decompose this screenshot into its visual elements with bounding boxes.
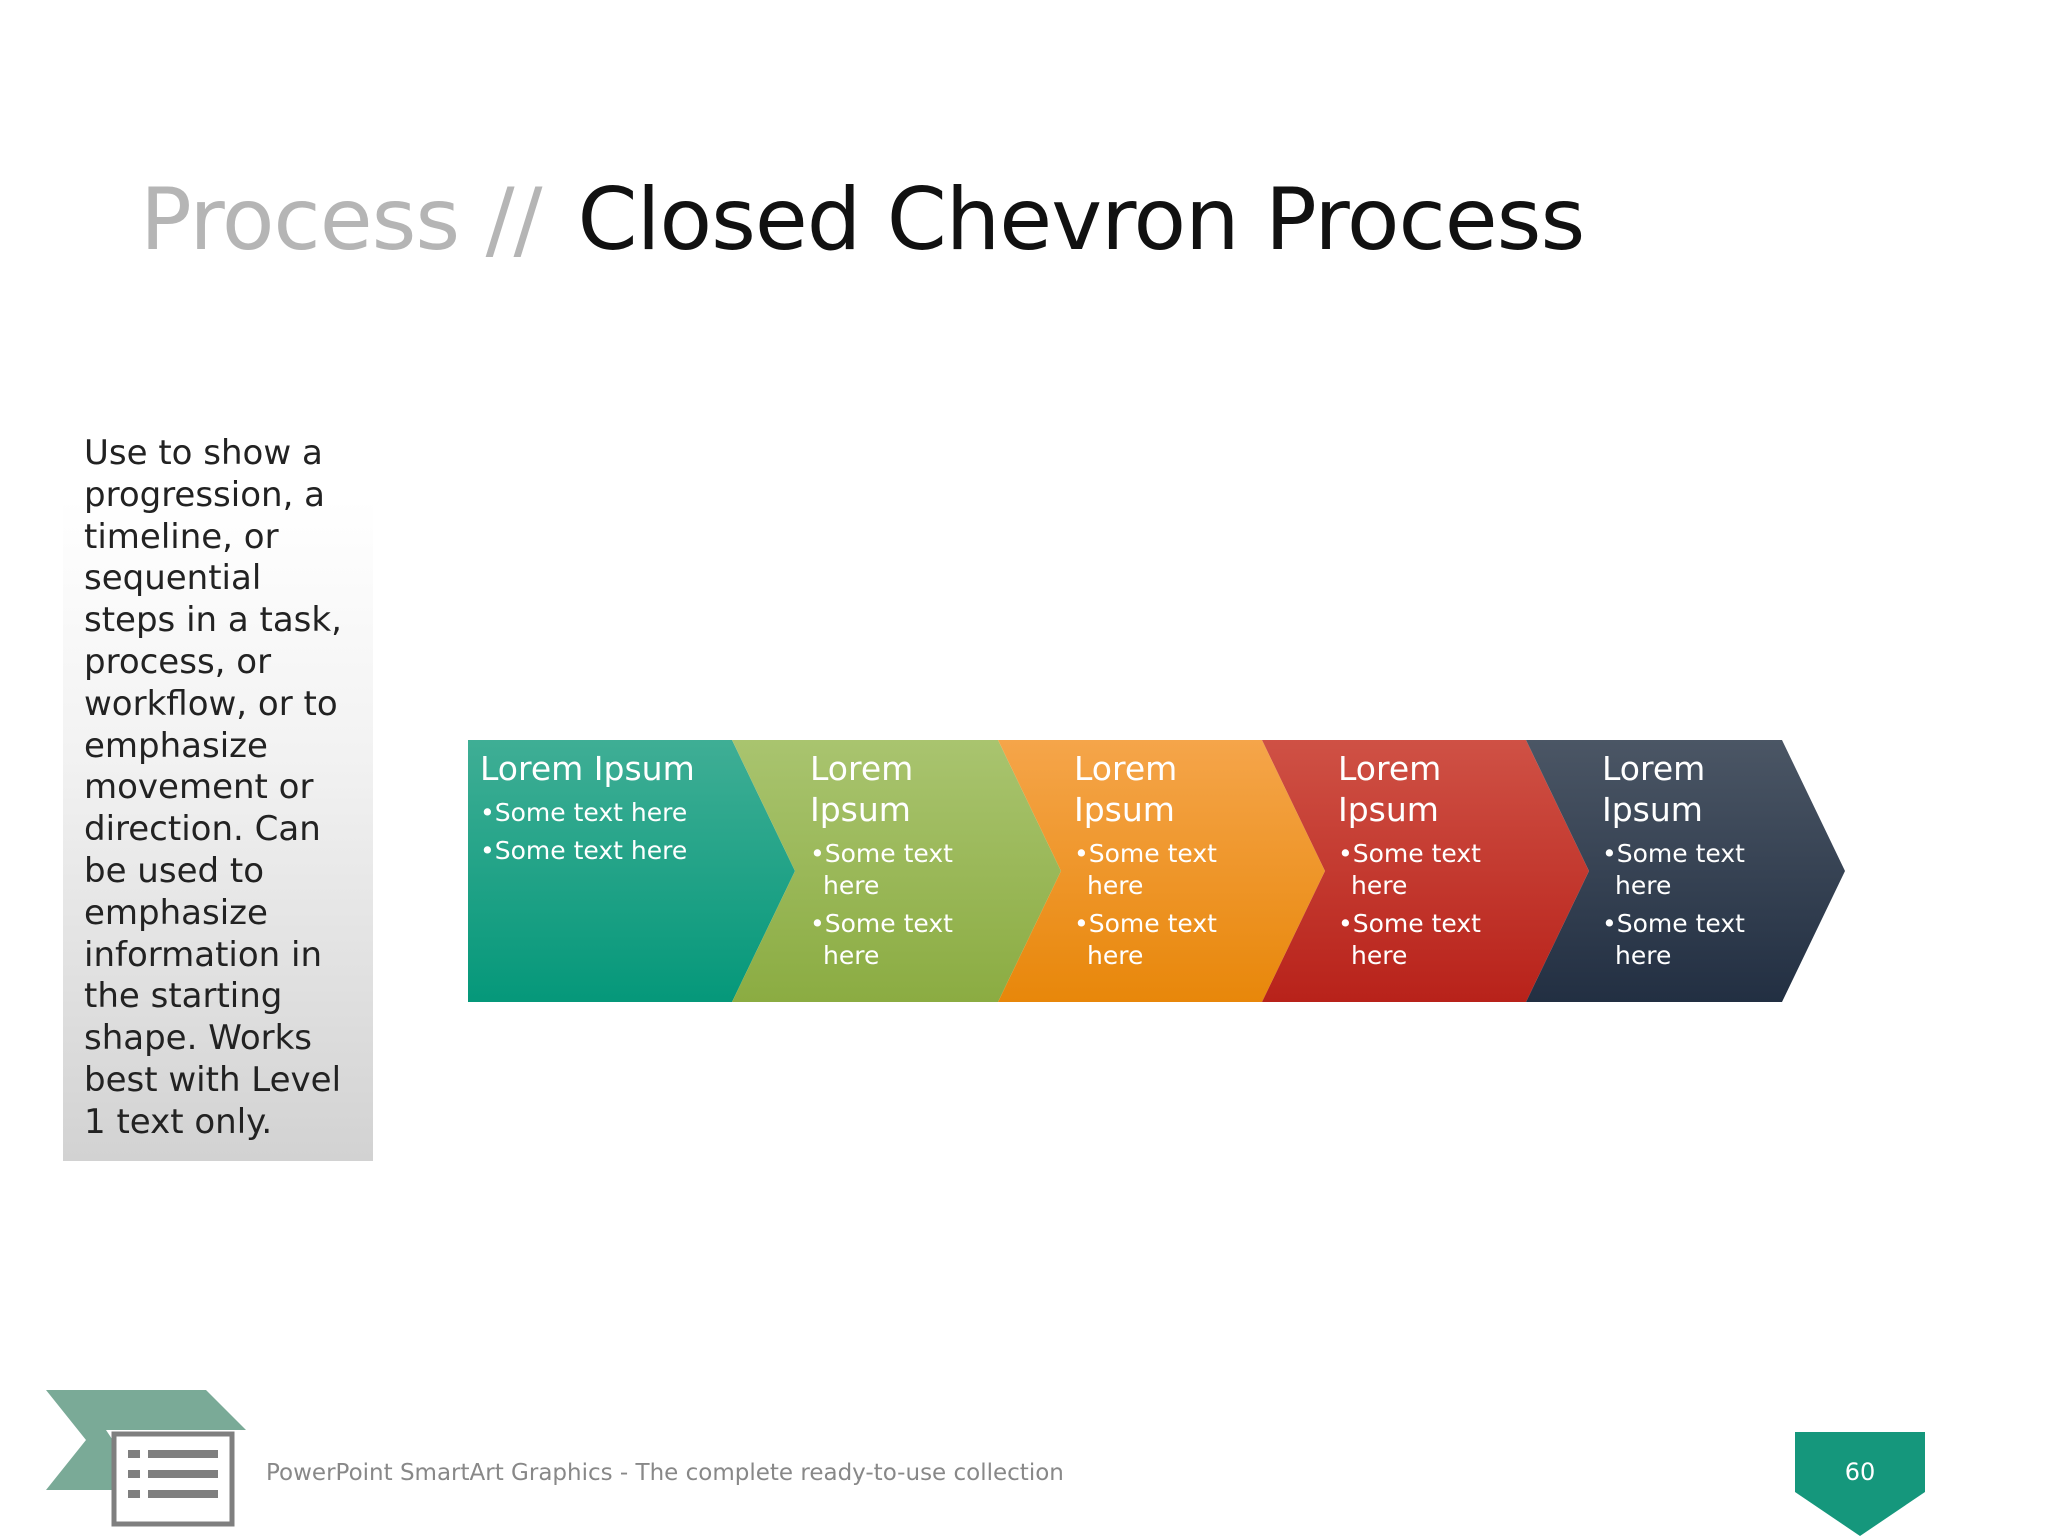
step-1-bullet-1: Some text here [480,797,750,829]
step-4-bullet-1: Some text here [1338,838,1498,902]
step-4-heading: Lorem Ipsum [1338,749,1442,829]
step-5-bullets: Some text here Some text here [1602,838,1762,972]
step-2-bullet-1: Some text here [810,838,970,902]
slide-title: Process // Closed Chevron Process [140,160,1586,280]
step-4-bullets: Some text here Some text here [1338,838,1498,972]
step-3-text: Lorem Ipsum Some text here Some text her… [1074,740,1234,978]
step-4-bullet-2: Some text here [1338,908,1498,972]
step-1-bullets: Some text here Some text here [480,797,750,867]
step-5-text: Lorem Ipsum Some text here Some text her… [1602,740,1762,978]
step-3-bullet-2: Some text here [1074,908,1234,972]
description-text: Use to show a progression, a timeline, o… [84,433,342,1142]
step-5-bullet-2: Some text here [1602,908,1762,972]
step-2-heading: Lorem Ipsum [810,749,914,829]
footer-text: PowerPoint SmartArt Graphics - The compl… [266,1460,1064,1486]
step-3-heading: Lorem Ipsum [1074,749,1178,829]
step-4-text: Lorem Ipsum Some text here Some text her… [1338,740,1498,978]
chevron-process: Lorem Ipsum Some text here Some text her… [468,740,1848,1002]
slide-list-icon [46,1390,246,1527]
step-2-text: Lorem Ipsum Some text here Some text her… [810,740,970,978]
step-3-bullets: Some text here Some text here [1074,838,1234,972]
step-5-bullet-1: Some text here [1602,838,1762,902]
page-number-badge [1795,1432,1925,1536]
title-main: Closed Chevron Process [577,170,1586,270]
logo-slide-frame [111,1431,235,1527]
description-box: Use to show a progression, a timeline, o… [63,425,373,1161]
step-1-text: Lorem Ipsum Some text here Some text her… [480,740,750,873]
logo-chevron [46,1390,246,1490]
page-number: 60 [1844,1458,1876,1486]
step-3-bullet-1: Some text here [1074,838,1234,902]
step-1-bullet-2: Some text here [480,835,750,867]
step-2-bullets: Some text here Some text here [810,838,970,972]
step-5-heading: Lorem Ipsum [1602,749,1706,829]
step-1-heading: Lorem Ipsum [480,749,695,788]
title-prefix: Process // [140,170,543,270]
step-2-bullet-2: Some text here [810,908,970,972]
